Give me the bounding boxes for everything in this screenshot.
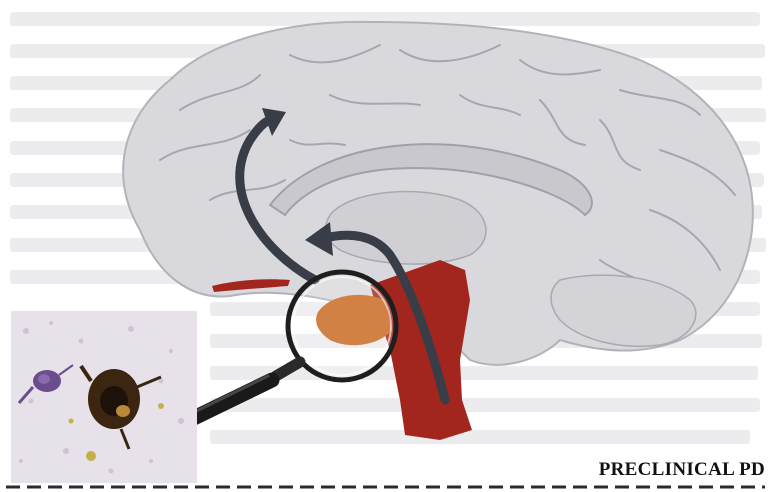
thalamus (326, 192, 486, 264)
histology-inset (11, 311, 197, 483)
stage-label: PRECLINICAL PD (599, 459, 765, 481)
